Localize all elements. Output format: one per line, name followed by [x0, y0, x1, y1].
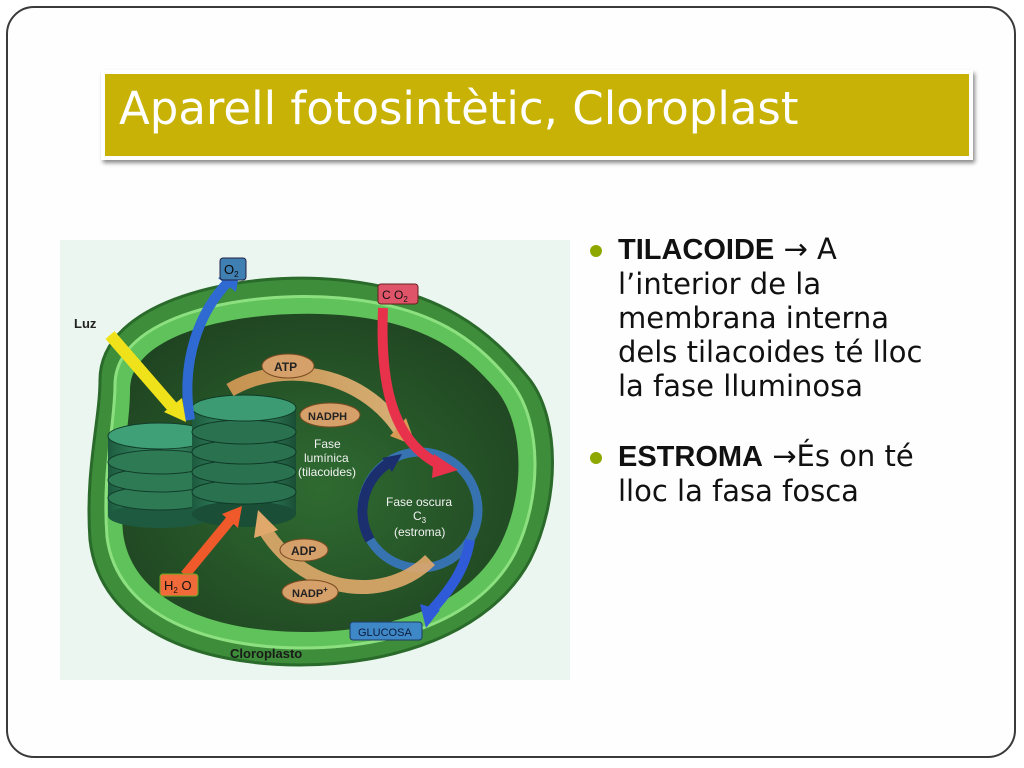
- bullet-list: TILACOIDE → A l’interior de la membrana …: [590, 232, 950, 544]
- atp-label: ATP: [274, 360, 297, 374]
- bullet-arrow-icon: →: [772, 439, 797, 473]
- fase-oscura-line2: C3: [413, 509, 427, 525]
- o2-arrow: [182, 276, 234, 421]
- fase-luminica-line3: (tilacoides): [298, 465, 356, 479]
- luz-label: Luz: [74, 316, 97, 331]
- h2o-badge: [159, 573, 199, 597]
- nadph-badge: [299, 402, 361, 428]
- atp-badge: [261, 353, 315, 379]
- o2-badge: [219, 257, 247, 281]
- bullet-dot-icon: [590, 245, 602, 257]
- calvin-cycle-arrowhead: [382, 454, 402, 472]
- nadp-label: NADP+: [292, 585, 328, 600]
- bullet-text: És on té lloc la fasa fosca: [618, 439, 914, 508]
- h2o-label: H2 O: [164, 578, 192, 595]
- slide-title: Aparell fotosintètic, Cloroplast: [119, 82, 799, 135]
- glucose-label: GLUCOSA: [358, 627, 412, 639]
- bullet-dot-icon: [590, 452, 602, 464]
- bullet-estroma: ESTROMA →És on té lloc la fasa fosca: [590, 439, 950, 508]
- bullet-tilacoide: TILACOIDE → A l’interior de la membrana …: [590, 232, 950, 403]
- glucose-arrow: [426, 539, 475, 616]
- grana-stack-large: [191, 394, 297, 527]
- fase-luminica-line1: Fase: [314, 437, 341, 451]
- fase-oscura-line3: (estroma): [394, 525, 445, 539]
- chloroplast-diagram: O2 C O2 Luz ATP NADPH Fase lumínica (til…: [60, 240, 570, 680]
- co2-arrow: [377, 307, 443, 470]
- light-arrow: [105, 331, 180, 414]
- nadph-label: NADPH: [308, 411, 347, 423]
- fase-oscura-line1: Fase oscura: [386, 495, 452, 509]
- adp-label: ADP: [291, 544, 316, 558]
- glucose-badge: [349, 621, 423, 641]
- bullet-term: ESTROMA: [618, 441, 763, 473]
- co2-label: C O2: [382, 288, 408, 304]
- stroma: [121, 313, 519, 632]
- h2o-arrow: [181, 514, 236, 579]
- bullet-term: TILACOIDE: [618, 234, 775, 266]
- o2-label: O2: [224, 262, 239, 279]
- adp-badge: [279, 538, 329, 562]
- co2-badge: [377, 283, 419, 305]
- bullet-arrow-icon: →: [783, 232, 808, 266]
- cloroplasto-label: Cloroplasto: [230, 646, 302, 661]
- atp-nadph-arrow: [226, 366, 406, 435]
- fase-luminica-line2: lumínica: [304, 451, 349, 465]
- nadp-badge: [281, 579, 339, 605]
- title-box: Aparell fotosintètic, Cloroplast: [101, 70, 973, 160]
- bullet-text: A l’interior de la membrana interna dels…: [618, 232, 923, 403]
- calvin-cycle-arc-dark: [357, 457, 393, 543]
